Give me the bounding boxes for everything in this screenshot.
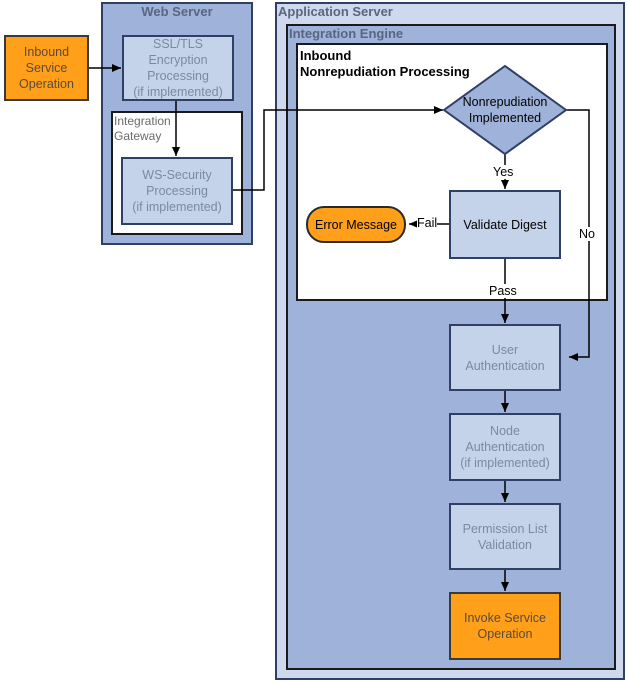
application-server-title: Application Server	[278, 4, 393, 19]
web-server-title: Web Server	[141, 4, 213, 19]
edge-label-pass: Pass	[489, 284, 517, 298]
edge-label-no: No	[579, 227, 595, 241]
node-authentication-node: Node Authentication (if implemented)	[449, 413, 561, 481]
invoke-service-operation-node: Invoke Service Operation	[449, 592, 561, 660]
ws-security-node: WS-Security Processing (if implemented)	[121, 157, 233, 225]
nonrepudiation-decision-label: Nonrepudiation Implemented	[462, 95, 548, 125]
edge-ws-to-decision	[232, 106, 443, 191]
edge-label-fail: Fail	[417, 216, 438, 230]
user-authentication-node: User Authentication	[449, 324, 561, 391]
inbound-service-operation-node: Inbound Service Operation	[4, 35, 89, 101]
error-message-node: Error Message	[306, 206, 406, 243]
integration-gateway-title: Integration Gateway	[114, 114, 171, 143]
decision-diamond	[442, 64, 568, 156]
nonrepudiation-title: Inbound Nonrepudiation Processing	[300, 48, 470, 79]
edge-label-yes: Yes	[493, 165, 514, 179]
integration-engine-title: Integration Engine	[289, 26, 404, 41]
ssl-tls-node: SSL/TLS Encryption Processing (if implem…	[122, 35, 234, 101]
permission-list-node: Permission List Validation	[449, 503, 561, 570]
validate-digest-node: Validate Digest	[449, 190, 561, 259]
